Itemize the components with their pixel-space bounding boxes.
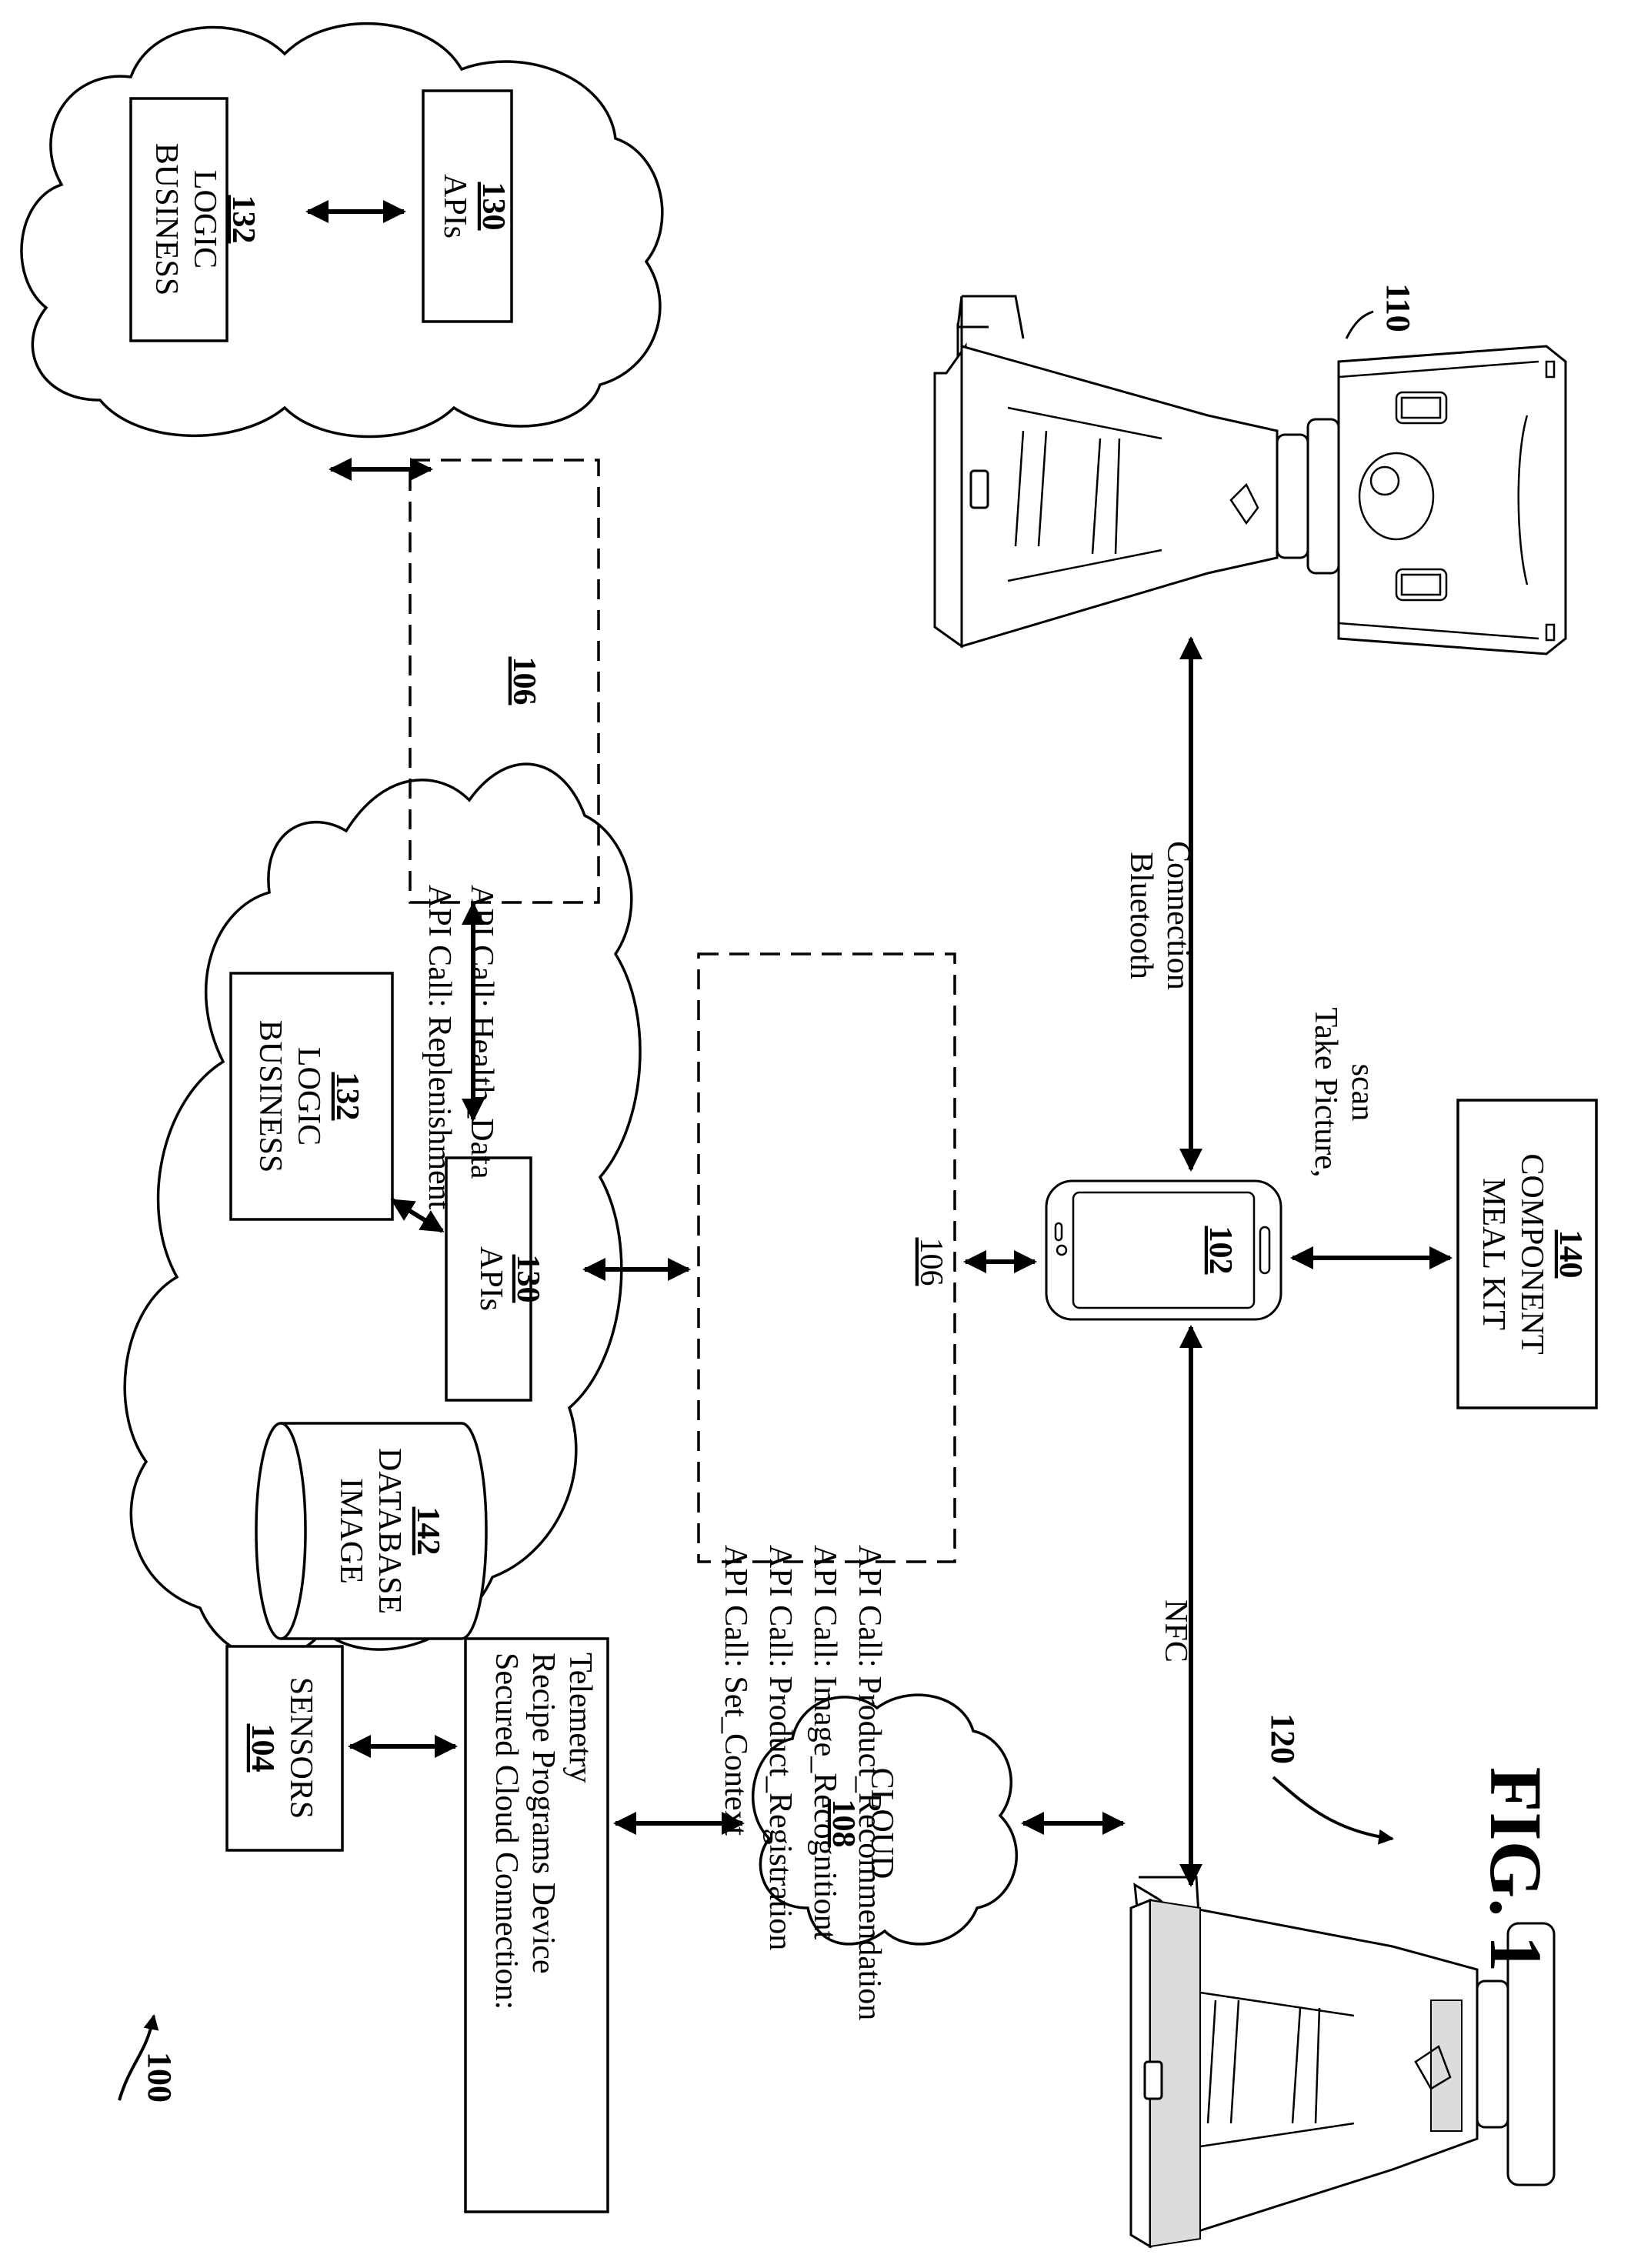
nfc-label: NFC (1158, 1599, 1193, 1663)
mobile-device-ref: 102 (1202, 1226, 1238, 1275)
sensors-ref: 104 (245, 1724, 280, 1773)
mobile-device-102[interactable] (1046, 1181, 1281, 1319)
ref-110-leader (1346, 312, 1373, 339)
image-db-ref: 142 (410, 1507, 445, 1556)
apis-top-label: APIs (437, 174, 472, 238)
business-logic-top-ref: 132 (225, 195, 261, 244)
image-db-line2: DATABASE (372, 1448, 407, 1614)
take-picture-line1: Take Picture, (1308, 1008, 1343, 1178)
secured-connection-line3: Telemetry (562, 1653, 598, 1783)
apis-mid-label: APIs (473, 1246, 509, 1311)
blender-120-ref: 120 (1264, 1713, 1302, 1764)
api-calls-mid-line3: API Call: Image_Recognitiont (807, 1545, 842, 1940)
image-database-cylinder (256, 1423, 486, 1639)
blender-110-ref: 110 (1379, 283, 1417, 332)
business-logic-mid-line1: BUSINESS (252, 1020, 288, 1172)
bluetooth-line1: Bluetooth (1123, 852, 1159, 979)
cloud-top-shape (22, 24, 662, 437)
bluetooth-line2: Connection (1160, 841, 1196, 990)
ref-120-arrow (1273, 1777, 1393, 1839)
api-calls-mid-ref: 106 (913, 1238, 949, 1286)
api-calls-top-line1: API Call: Replenishment (422, 885, 457, 1210)
api-calls-top-ref: 106 (506, 657, 542, 705)
apis-top-ref: 130 (475, 182, 511, 231)
meal-kit-line1: MEAL KIT (1476, 1178, 1511, 1330)
image-db-line1: IMAGE (333, 1478, 369, 1584)
api-calls-top-line2: API Call: Health_Data (464, 885, 499, 1179)
secured-connection-line1: Secured Cloud Connection: (489, 1653, 524, 2010)
sensors-label: SENSORS (283, 1677, 319, 1819)
blender-110[interactable] (935, 296, 1566, 654)
apis-mid-ref: 130 (510, 1255, 545, 1303)
system-ref-100: 100 (141, 2052, 178, 2103)
meal-kit-line2: COMPONENT (1514, 1153, 1549, 1354)
figure-title: FIG. 1 (1475, 1767, 1557, 1973)
business-logic-mid-line2: LOGIC (291, 1047, 326, 1146)
business-logic-top-line1: BUSINESS (148, 143, 184, 295)
secured-connection-line2: Recipe Programs Device (525, 1653, 561, 1974)
api-calls-mid-line2: API Call: Product_Registration (762, 1545, 798, 1950)
api-calls-mid-line4: API Call: Product_Recommendation (852, 1545, 887, 2020)
api-calls-mid-line1: API Call: Set_Context (718, 1545, 753, 1836)
business-logic-mid-ref: 132 (329, 1072, 365, 1121)
meal-kit-ref: 140 (1553, 1230, 1588, 1279)
business-logic-top-line2: LOGIC (187, 170, 222, 268)
take-picture-line2: scan (1345, 1064, 1380, 1122)
